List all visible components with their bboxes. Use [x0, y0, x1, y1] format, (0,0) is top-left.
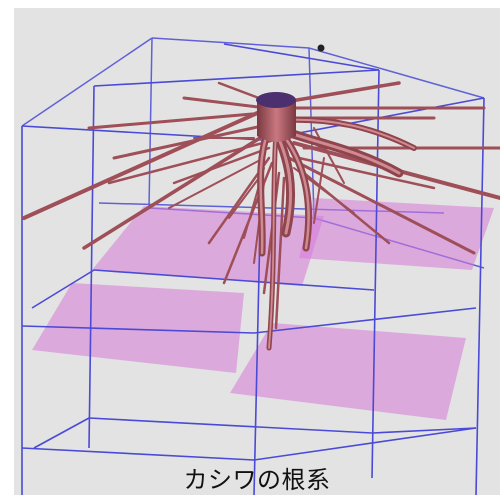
reference-marker	[318, 45, 325, 52]
figure-caption: カシワの根系	[14, 460, 500, 495]
horizon-plane-lower-right	[230, 323, 466, 420]
root-system-3d-diagram	[14, 8, 500, 495]
root-system-viewport: カシワの根系	[14, 8, 500, 495]
root-stump	[256, 92, 296, 142]
horizon-plane-upper-right	[299, 198, 494, 270]
